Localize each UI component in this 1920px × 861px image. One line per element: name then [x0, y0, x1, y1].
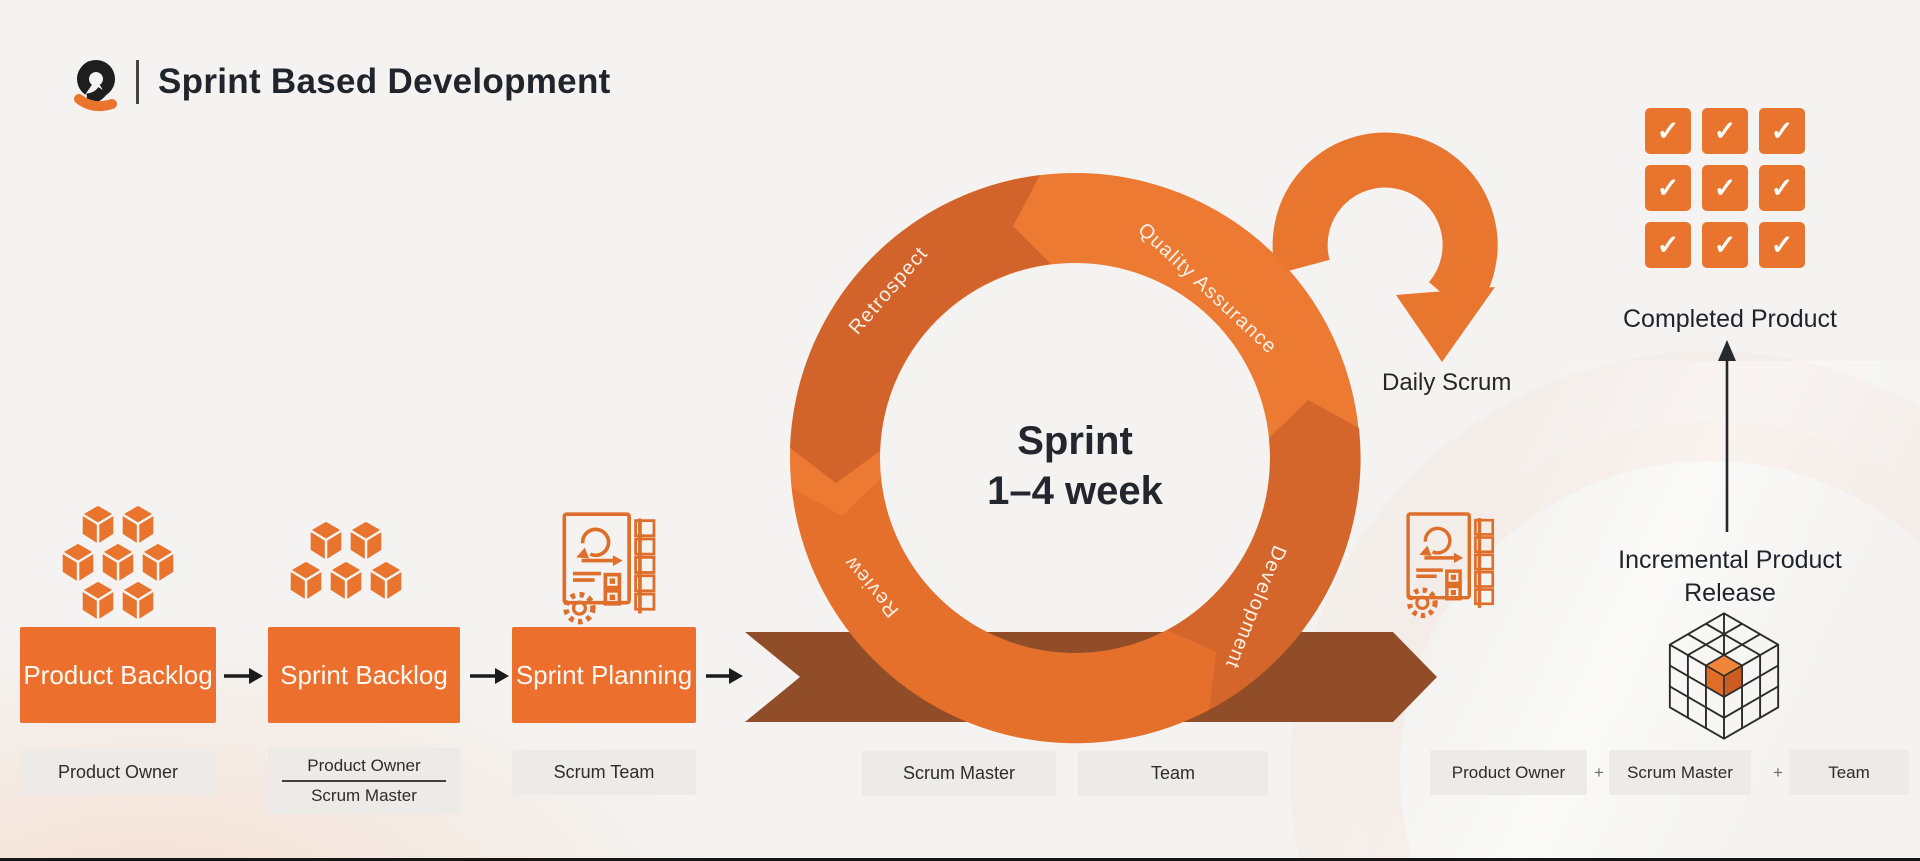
sprint-backlog-box: Sprint Backlog	[268, 627, 460, 723]
check-icon: ✓	[1645, 108, 1691, 154]
incremental-release-cube-icon	[1668, 612, 1780, 740]
check-icon: ✓	[1702, 165, 1748, 211]
completed-product-label: Completed Product	[1622, 305, 1837, 333]
role-chip-team-circle: Team	[1078, 751, 1268, 796]
check-icon: ✓	[1702, 222, 1748, 268]
release-up-arrow	[1718, 340, 1736, 532]
role-chip-scrum-master-circle: Scrum Master	[862, 751, 1056, 796]
role-chip-stack-sprint-backlog: Product Owner Scrum Master	[268, 748, 460, 814]
role-chip-product-owner: Product Owner	[20, 750, 216, 795]
daily-scrum-label: Daily Scrum	[1382, 369, 1512, 396]
check-icon: ✓	[1645, 222, 1691, 268]
sprint-word: Sprint	[1017, 419, 1133, 463]
company-logo	[74, 60, 117, 112]
role-chip-team-right: Team	[1789, 750, 1909, 795]
check-icon: ✓	[1759, 165, 1805, 211]
flow-arrow-2	[470, 668, 509, 684]
plus-separator: +	[1594, 762, 1604, 782]
product-backlog-box: Product Backlog	[20, 627, 216, 723]
sprint-backlog-cubes-icon	[288, 519, 404, 603]
sprint-ring-segment-retrospect	[790, 175, 1051, 483]
page-title: Sprint Based Development	[158, 62, 611, 101]
incremental-release-line2: Release	[1684, 579, 1776, 607]
role-chip-scrum-team: Scrum Team	[512, 750, 696, 795]
role-chip-product-owner-right: Product Owner	[1430, 750, 1587, 795]
sprint-planning-box: Sprint Planning	[512, 627, 696, 723]
check-icon: ✓	[1759, 222, 1805, 268]
sprint-review-doc-icon	[1408, 514, 1493, 615]
sprint-ring-segment-development	[1167, 400, 1361, 710]
completed-product-grid: ✓ ✓ ✓ ✓ ✓ ✓ ✓ ✓ ✓	[1645, 108, 1805, 268]
plus-separator: +	[1773, 762, 1783, 782]
flow-arrow-1	[224, 668, 263, 684]
role-label-scrum-master: Scrum Master	[311, 786, 417, 805]
sprint-planning-doc-icon	[564, 514, 654, 621]
incremental-release-label: Incremental Product Release	[1570, 544, 1890, 610]
check-icon: ✓	[1759, 108, 1805, 154]
incremental-release-line1: Incremental Product	[1618, 546, 1842, 574]
role-chip-scrum-master-right: Scrum Master	[1609, 750, 1751, 795]
daily-scrum-loop-arrow	[1272, 132, 1498, 362]
sprint-duration-label: Sprint 1–4 week	[925, 416, 1225, 516]
bottom-edge-bar	[0, 858, 1920, 861]
role-label-product-owner: Product Owner	[307, 756, 421, 775]
sprint-weeks: 1–4 week	[987, 469, 1163, 513]
product-backlog-cubes-icon	[60, 503, 176, 623]
check-icon: ✓	[1645, 165, 1691, 211]
check-icon: ✓	[1702, 108, 1748, 154]
flow-arrow-3	[706, 668, 743, 684]
role-chip-divider	[282, 780, 446, 782]
header-divider	[136, 60, 139, 104]
sprint-ring-segment-review	[792, 478, 1216, 744]
